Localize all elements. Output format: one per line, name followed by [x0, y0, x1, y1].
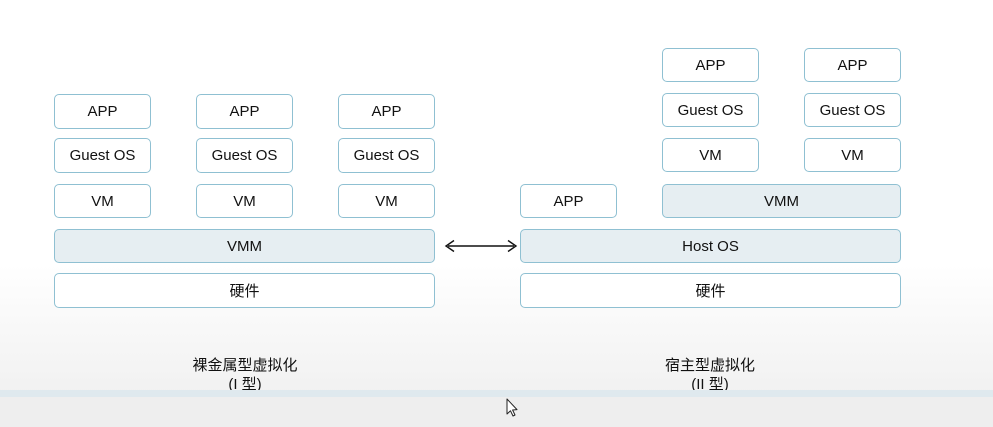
app-label: APP — [695, 56, 726, 74]
type1-vm-box-3: VM — [338, 184, 435, 218]
hardware-label: 硬件 — [695, 283, 726, 300]
app-label: APP — [229, 103, 260, 120]
type2-caption-title: 宿主型虚拟化 — [664, 357, 755, 374]
vm-label: VM — [91, 192, 114, 210]
type1-hardware-box: 硬件 — [54, 273, 435, 308]
type1-guest-os-box-2: Guest OS — [196, 138, 293, 173]
type1-caption-subtitle: (I 型) — [228, 376, 262, 393]
vm-label: VM — [841, 146, 864, 164]
bottom-divider-bar — [0, 390, 993, 397]
type1-guest-os-box-1: Guest OS — [54, 138, 151, 173]
bottom-area — [0, 397, 993, 427]
hardware-label: 硬件 — [229, 283, 260, 300]
vm-label: VM — [699, 146, 722, 164]
vmm-label: VMM — [227, 237, 262, 255]
guest-os-label: Guest OS — [69, 147, 136, 164]
type2-vmm-box: VMM — [662, 184, 901, 218]
type1-guest-os-box-3: Guest OS — [338, 138, 435, 173]
type2-vm-box-2: VM — [804, 138, 901, 172]
type2-guest-os-box-2: Guest OS — [804, 93, 901, 127]
guest-os-label: Guest OS — [677, 101, 744, 119]
app-label: APP — [837, 56, 868, 74]
type2-caption: 宿主型虚拟化 (II 型) — [610, 356, 810, 394]
type1-caption: 裸金属型虚拟化 (I 型) — [145, 356, 345, 394]
vmm-label: VMM — [764, 192, 799, 210]
type1-app-box-2: APP — [196, 94, 293, 129]
guest-os-label: Guest OS — [819, 101, 886, 119]
type1-vm-box-2: VM — [196, 184, 293, 218]
type2-host-app-box: APP — [520, 184, 617, 218]
app-label: APP — [553, 192, 584, 210]
type1-caption-title: 裸金属型虚拟化 — [192, 357, 298, 374]
type2-caption-subtitle: (II 型) — [691, 376, 729, 393]
type1-app-box-3: APP — [338, 94, 435, 129]
guest-os-label: Guest OS — [353, 147, 420, 164]
type2-vm-box-1: VM — [662, 138, 759, 172]
vm-label: VM — [233, 192, 256, 210]
host-os-label: Host OS — [682, 237, 739, 255]
type2-guest-os-box-1: Guest OS — [662, 93, 759, 127]
guest-os-label: Guest OS — [211, 147, 278, 164]
type1-app-box-1: APP — [54, 94, 151, 129]
app-label: APP — [87, 103, 118, 120]
type2-app-box-2: APP — [804, 48, 901, 82]
type1-vmm-box: VMM — [54, 229, 435, 263]
type1-vm-box-1: VM — [54, 184, 151, 218]
vm-label: VM — [375, 192, 398, 210]
type2-host-os-box: Host OS — [520, 229, 901, 263]
app-label: APP — [371, 103, 402, 120]
type2-app-box-1: APP — [662, 48, 759, 82]
type2-hardware-box: 硬件 — [520, 273, 901, 308]
